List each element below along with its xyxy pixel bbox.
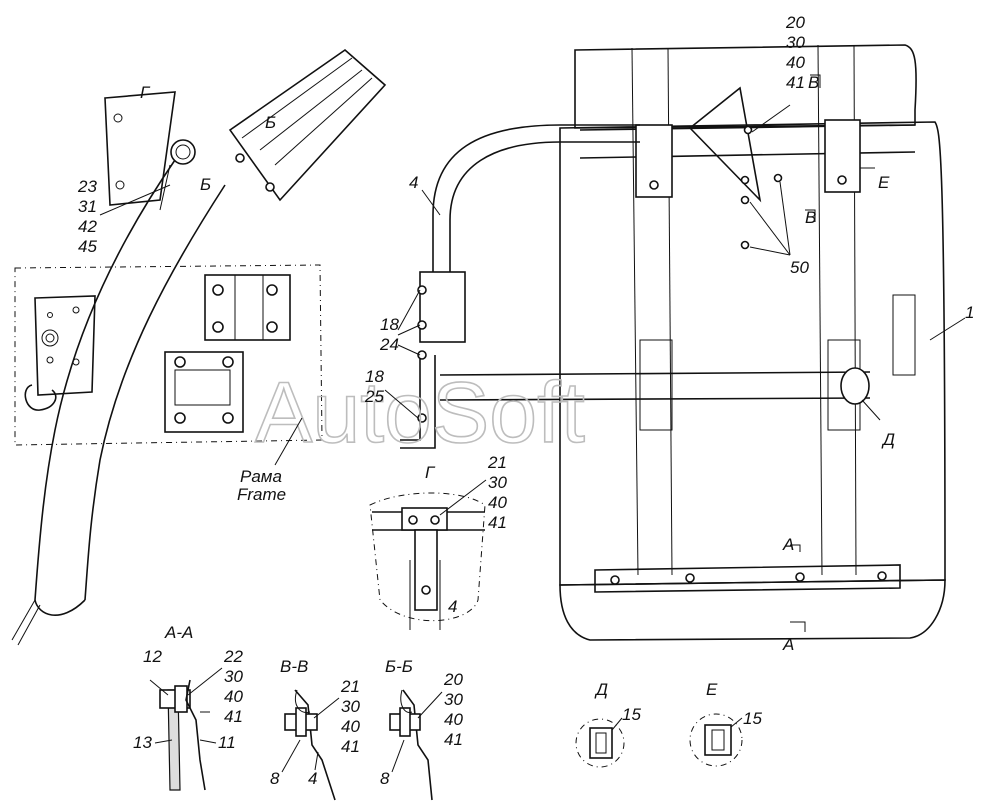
view-label-d-side: Д xyxy=(881,430,895,449)
callout-45: 45 xyxy=(78,237,97,256)
callout-41-aa: 41 xyxy=(224,707,243,726)
callout-30-bb: 30 xyxy=(444,690,463,709)
callout-41-top: 41 xyxy=(786,73,805,92)
callout-22-aa: 22 xyxy=(223,647,243,666)
callout-15-e: 15 xyxy=(743,709,762,728)
view-label-v-side: В xyxy=(805,208,816,227)
callout-18-a: 18 xyxy=(380,315,399,334)
callout-8-vv: 8 xyxy=(270,769,280,788)
view-label-a-mid: А xyxy=(782,535,794,554)
detail-e-view xyxy=(689,713,743,767)
callout-1: 1 xyxy=(965,303,974,322)
callout-15-d: 15 xyxy=(622,705,641,724)
callout-31: 31 xyxy=(78,197,97,216)
callout-11: 11 xyxy=(218,733,236,752)
callout-40-top: 40 xyxy=(786,53,805,72)
callout-41-detail: 41 xyxy=(488,513,507,532)
section-title-d: Д xyxy=(594,680,608,699)
callout-4-vv: 4 xyxy=(308,769,317,788)
callout-30-vv: 30 xyxy=(341,697,360,716)
left-mudguard-view xyxy=(11,48,387,646)
section-title-vv: В-В xyxy=(280,657,308,676)
callout-30-detail: 30 xyxy=(488,473,507,492)
callout-13: 13 xyxy=(133,733,152,752)
callout-50: 50 xyxy=(790,258,809,277)
callout-20-bb: 20 xyxy=(443,670,463,689)
frame-label-ru: Рама xyxy=(240,467,282,486)
callout-23: 23 xyxy=(77,177,97,196)
callout-12: 12 xyxy=(143,647,162,666)
section-title-bb: Б-Б xyxy=(385,657,413,676)
frame-label-en: Frame xyxy=(237,485,286,504)
callout-25: 25 xyxy=(364,387,384,406)
view-label-v-top: В xyxy=(808,73,819,92)
detail-d-view xyxy=(575,717,625,768)
watermark-text: AutoSoft xyxy=(255,365,585,461)
view-label-a-bottom: А xyxy=(782,635,794,654)
section-title-e: Е xyxy=(706,680,718,699)
callout-24: 24 xyxy=(379,335,399,354)
view-label-b-mid: Б xyxy=(200,175,211,194)
callout-41-vv: 41 xyxy=(341,737,360,756)
view-label-g-detail: Г xyxy=(425,463,436,482)
callout-40-detail: 40 xyxy=(488,493,507,512)
callout-21-vv: 21 xyxy=(340,677,360,696)
callout-8-bb: 8 xyxy=(380,769,390,788)
section-title-aa: А-А xyxy=(164,623,193,642)
callout-4-detail: 4 xyxy=(448,597,457,616)
section-bb xyxy=(389,689,433,801)
callout-30-aa: 30 xyxy=(224,667,243,686)
callout-30-top: 30 xyxy=(786,33,805,52)
callout-41-bb: 41 xyxy=(444,730,463,749)
view-label-b-top: Б xyxy=(265,113,276,132)
callout-40-vv: 40 xyxy=(341,717,360,736)
section-aa xyxy=(149,679,210,791)
callout-40-bb: 40 xyxy=(444,710,463,729)
callout-18-b: 18 xyxy=(365,367,384,386)
section-vv xyxy=(284,689,336,801)
callout-4-main: 4 xyxy=(409,173,418,192)
view-label-e-side: Е xyxy=(878,173,890,192)
tank-main-view xyxy=(400,44,966,641)
callout-40-aa: 40 xyxy=(224,687,243,706)
view-label-g-top: Г xyxy=(140,83,151,102)
callout-20-top: 20 xyxy=(785,13,805,32)
callout-21-detail: 21 xyxy=(487,453,507,472)
callout-42: 42 xyxy=(78,217,97,236)
detail-g-view xyxy=(369,492,486,630)
